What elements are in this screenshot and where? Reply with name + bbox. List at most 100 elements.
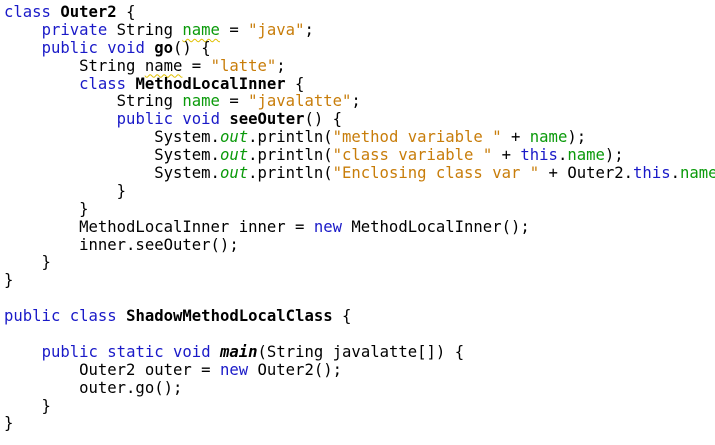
code-line[interactable]: inner.seeOuter(); <box>4 236 715 255</box>
declaration-name: go <box>154 38 174 57</box>
code-text: .println( <box>248 128 333 147</box>
field-reference: name <box>529 128 568 147</box>
code-line[interactable]: MethodLocalInner inner = new MethodLocal… <box>4 217 715 237</box>
code-text: () { <box>173 38 211 57</box>
code-line[interactable]: } <box>4 254 715 272</box>
code-text <box>4 39 42 57</box>
code-line[interactable] <box>4 326 715 344</box>
keyword: static <box>107 342 164 361</box>
code-text: + Outer2. <box>539 164 634 183</box>
code-text: . <box>557 146 568 165</box>
code-line[interactable]: } <box>4 415 715 433</box>
code-text: outer.go(); <box>4 378 183 397</box>
declaration-name: Outer2 <box>60 3 117 21</box>
code-line[interactable]: } <box>4 199 715 219</box>
code-text <box>164 343 173 361</box>
keyword: new <box>313 217 342 236</box>
code-text <box>4 110 117 128</box>
code-text: Outer2 outer = <box>4 360 220 379</box>
field-reference: name <box>182 20 220 39</box>
code-text <box>173 110 182 128</box>
code-line[interactable]: System.out.println("method variable " + … <box>4 128 715 147</box>
code-text <box>117 307 126 325</box>
code-text: + <box>501 128 530 147</box>
code-text: .println( <box>248 164 333 183</box>
keyword: public <box>116 110 174 129</box>
code-text: ); <box>604 146 624 165</box>
code-text: = <box>182 56 211 75</box>
code-line[interactable]: String name = "javalatte"; <box>4 93 715 111</box>
declaration-name: ShadowMethodLocalClass <box>126 307 333 326</box>
code-line[interactable]: class Outer2 { <box>4 3 715 22</box>
code-line[interactable]: private String name = "java"; <box>4 20 715 40</box>
code-text <box>51 3 60 21</box>
code-line[interactable]: public static void main(String javalatte… <box>4 342 715 362</box>
code-line[interactable]: String name = "latte"; <box>4 56 715 76</box>
keyword: class <box>4 3 51 21</box>
field-reference: name <box>567 146 605 165</box>
code-line[interactable]: Outer2 outer = new Outer2(); <box>4 360 715 380</box>
code-text <box>211 343 220 361</box>
keyword: public <box>41 342 98 361</box>
keyword: void <box>173 342 211 361</box>
code-line[interactable] <box>4 290 715 308</box>
code-text: = <box>219 20 249 39</box>
code-text: } <box>4 253 51 272</box>
code-line[interactable]: } <box>4 271 715 290</box>
static-field: out <box>219 164 249 183</box>
declaration-name: MethodLocalInner <box>135 74 286 93</box>
keyword: this <box>633 164 671 183</box>
code-text: } <box>4 199 89 218</box>
code-text: ); <box>567 128 587 147</box>
code-line[interactable]: } <box>4 396 715 416</box>
field-reference: name <box>182 92 220 111</box>
code-line[interactable]: public void go() { <box>4 38 715 58</box>
string-literal: "javalatte" <box>248 92 352 111</box>
code-text: } <box>4 414 14 433</box>
code-text: System. <box>4 146 220 165</box>
code-text: MethodLocalInner inner = <box>4 217 314 236</box>
field-reference: name <box>680 164 715 183</box>
code-line[interactable]: class MethodLocalInner { <box>4 74 715 94</box>
code-text: } <box>4 181 127 200</box>
code-text: (String javalatte[]) { <box>257 342 465 361</box>
code-line[interactable]: public void seeOuter() { <box>4 110 715 129</box>
code-text: .println( <box>248 146 333 165</box>
keyword: private <box>41 20 108 39</box>
keyword: void <box>182 110 220 129</box>
code-text: Outer2(); <box>248 360 342 379</box>
code-text: System. <box>4 128 220 147</box>
code-text <box>145 39 154 57</box>
code-text: String <box>4 92 183 111</box>
static-field: out <box>219 146 249 165</box>
keyword: class <box>79 74 127 93</box>
code-line[interactable]: System.out.println("class variable " + t… <box>4 146 715 165</box>
code-text: } <box>4 396 51 415</box>
code-editor[interactable]: class Outer2 { private String name = "ja… <box>0 0 715 433</box>
declaration-name: seeOuter <box>229 110 305 129</box>
code-text <box>4 75 79 93</box>
code-line[interactable]: public class ShadowMethodLocalClass { <box>4 307 715 326</box>
code-text: { <box>285 74 305 93</box>
code-text: + <box>492 146 521 165</box>
keyword: class <box>69 307 117 326</box>
code-text: { <box>116 3 136 21</box>
string-literal: "java" <box>248 20 305 39</box>
keyword: void <box>107 38 145 57</box>
code-text: () { <box>304 110 343 129</box>
keyword: public <box>41 38 98 57</box>
code-line[interactable]: } <box>4 181 715 201</box>
code-text: MethodLocalInner(); <box>341 217 530 236</box>
string-literal: "class variable " <box>332 146 493 165</box>
string-literal: "latte" <box>210 56 277 75</box>
code-text: String <box>107 20 183 39</box>
code-text: { <box>332 307 352 326</box>
code-text <box>220 110 229 128</box>
code-text: = <box>219 92 249 111</box>
code-text <box>98 343 107 361</box>
keyword: new <box>219 360 249 379</box>
code-text: ; <box>304 20 314 39</box>
code-text: } <box>4 271 14 290</box>
code-line[interactable]: outer.go(); <box>4 378 715 398</box>
code-line[interactable]: System.out.println("Enclosing class var … <box>4 164 715 183</box>
